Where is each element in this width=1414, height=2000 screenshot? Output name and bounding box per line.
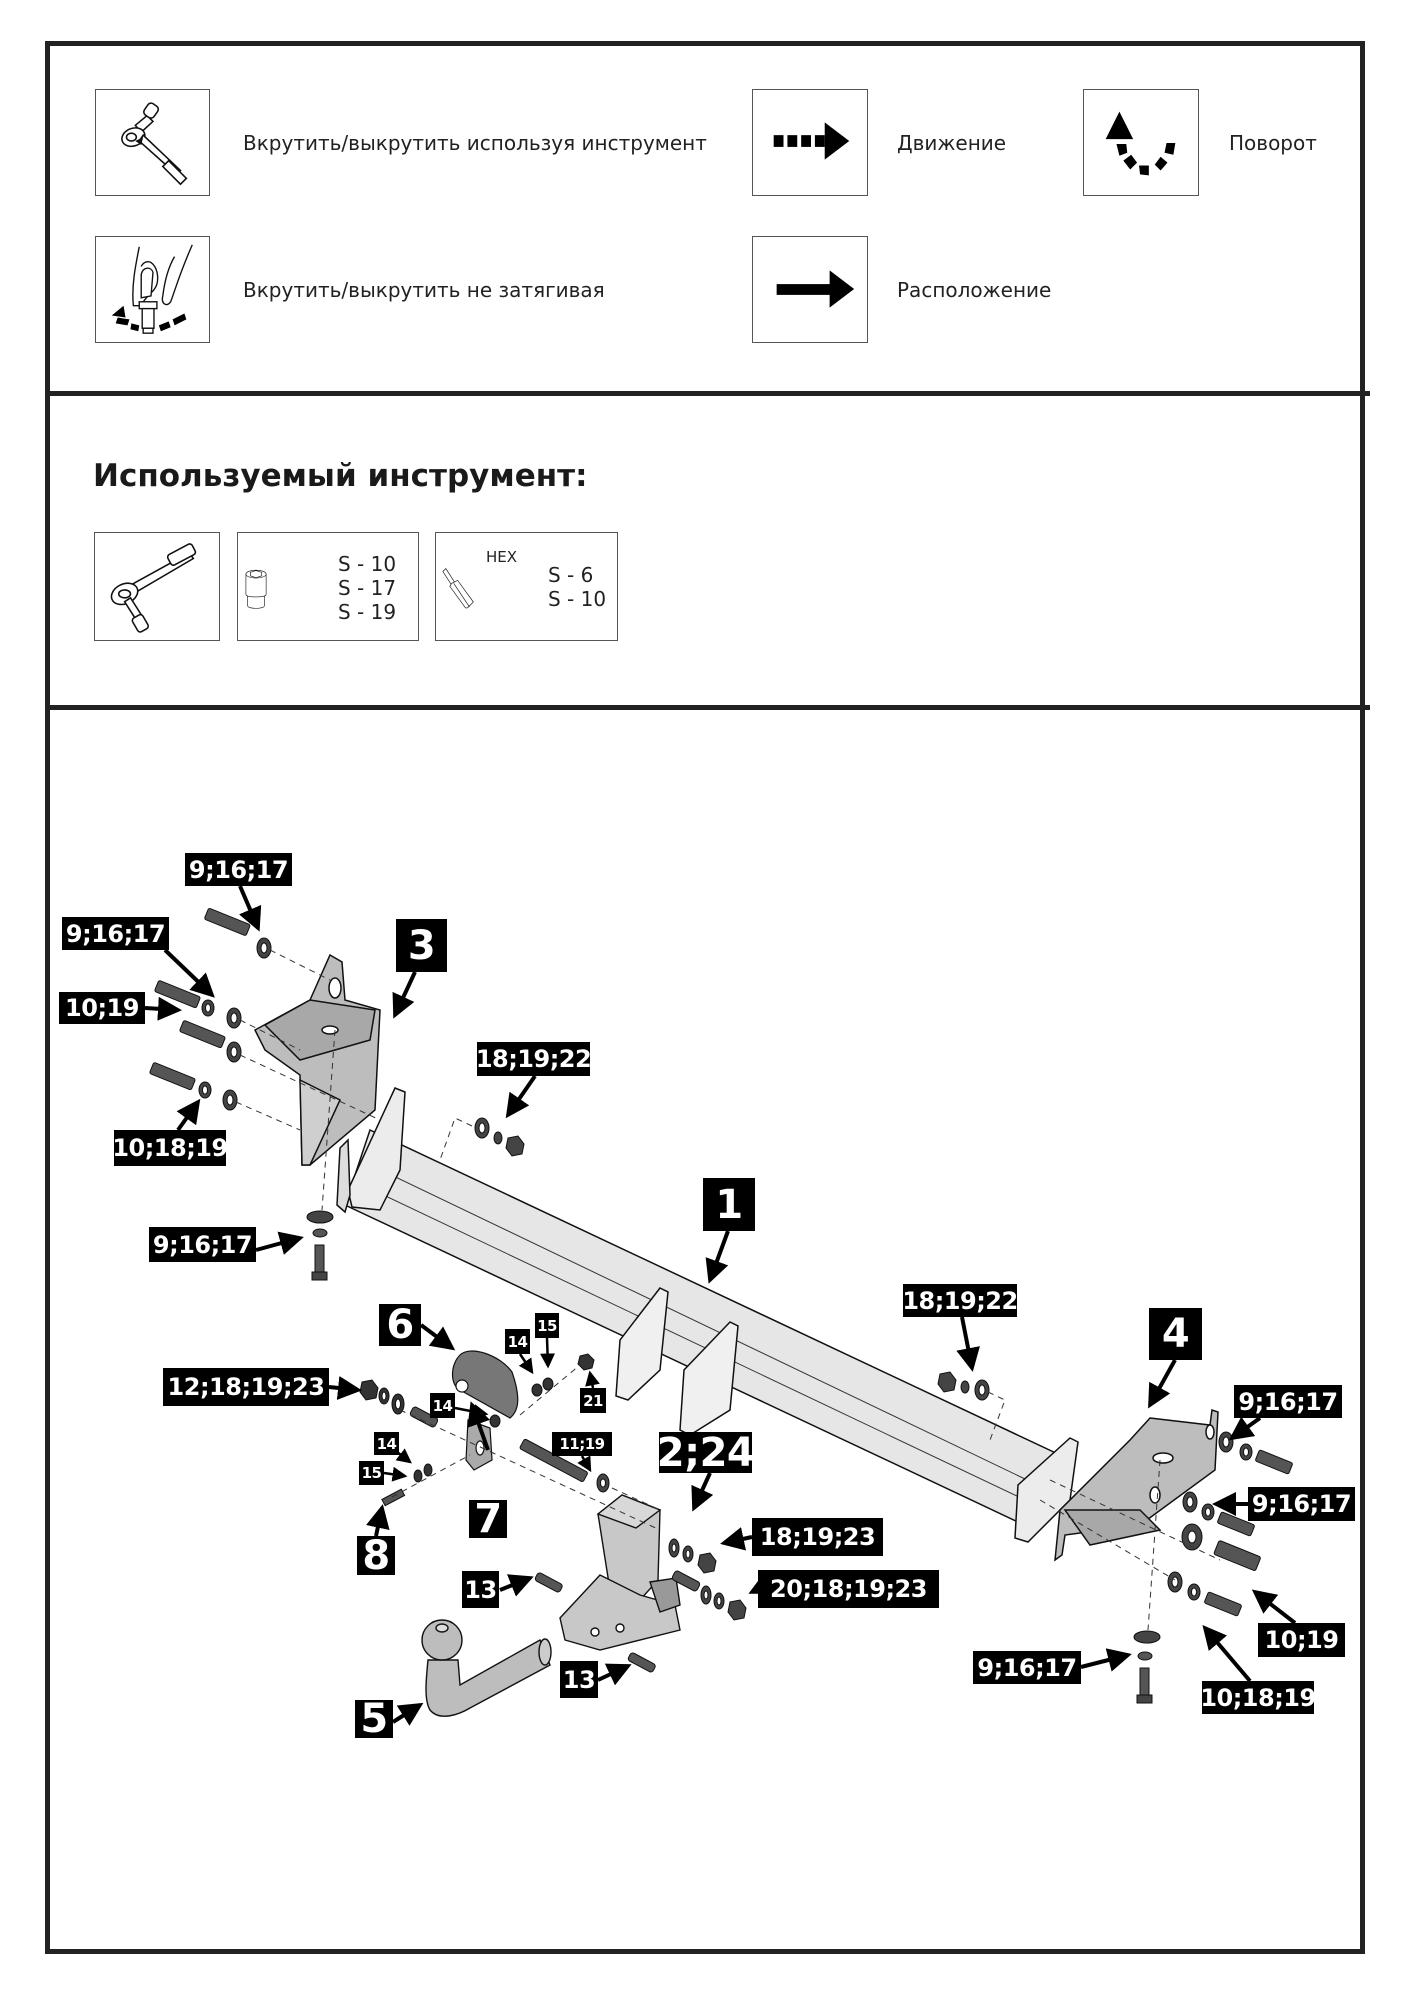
right-bracket-part-4 [1054,1409,1219,1562]
label-left-second-washers: 9;16;17 [62,917,169,950]
label-right-bolt-10-18-19: 10;18;19 [1200,1681,1316,1714]
left-bracket-part-3 [254,953,381,1166]
legend-icon-box-movement [752,89,868,196]
label-left-bottom-washers: 9;16;17 [149,1227,256,1262]
legend-label-position: Расположение [897,278,1052,302]
label-washer-15-left: 15 [359,1461,384,1485]
label-part-1: 1 [703,1178,755,1231]
label-part-13-upper: 13 [462,1571,499,1608]
label-washer-14-top: 14 [505,1329,530,1354]
socket-icon [245,569,267,609]
label-part-4: 4 [1149,1308,1202,1360]
label-part-2-24: 2;24 [656,1429,755,1476]
legend-label-tool: Вкрутить/выкрутить используя инструмент [243,131,707,155]
hex-size-2: S - 10 [548,587,607,611]
label-part-13-lower: 13 [560,1661,598,1698]
label-part-21: 21 [580,1388,606,1413]
hex-size-1: S - 6 [548,563,594,587]
socket-size-1: S - 10 [338,552,397,576]
label-right-second-washers: 9;16;17 [1248,1487,1355,1521]
ratchet-wrench-icon [121,102,188,186]
label-part-5: 5 [355,1696,393,1742]
label-washer-15-top: 15 [535,1313,559,1338]
label-left-top-washers: 9;16;17 [185,853,292,886]
hitch-fasteners [534,1538,747,1673]
dashed-arrow-icon [773,122,850,160]
legend-label-rotation: Поворот [1229,131,1317,155]
legend-label-hand: Вкрутить/выкрутить не затягивая [243,278,605,302]
label-left-nut-set: 18;19;22 [476,1042,592,1076]
label-washer-14-left: 14 [374,1432,399,1455]
label-socket-nut-set: 12;18;19;23 [163,1368,329,1406]
label-right-nut-set: 18;19;22 [902,1284,1018,1317]
hand-tighten-icon [111,244,193,334]
socket-size-2: S - 17 [338,576,397,600]
crossbeam-part-1 [336,1087,1079,1543]
leader-arrows [144,885,1297,1726]
socket-plate-part-6 [451,1350,519,1419]
hitch-mount-part-2-24 [559,1494,681,1651]
legend-icon-box-tool [95,89,210,196]
label-right-top-washers: 9;16;17 [1234,1385,1342,1418]
socket-size-3: S - 19 [338,600,397,624]
legend-label-movement: Движение [897,131,1007,155]
label-right-bottom-washers: 9;16;17 [973,1651,1081,1684]
hex-bit-icon [442,568,474,609]
assembly-guide-lines [235,949,1221,1631]
tool-box-ratchet [94,532,220,641]
label-part-6: 6 [379,1302,421,1348]
legend-icon-box-position [752,236,868,343]
solid-arrow-icon [776,270,855,308]
page-frame [45,41,1365,1954]
label-left-bolt-10-19: 10;19 [59,992,145,1024]
section-divider-legend [45,391,1370,396]
label-part-8: 8 [357,1533,395,1579]
label-left-bolt-10-18-19: 10;18;19 [112,1130,228,1166]
label-washer-14-mid: 14 [430,1393,455,1418]
label-part-3: 3 [396,919,447,972]
hex-label: HEX [486,548,518,566]
tools-heading: Используемый инструмент: [93,458,588,494]
small-fasteners [359,1353,610,1507]
left-bracket-fasteners [149,908,334,1281]
label-hitch-lower-nut-set: 20;18;19;23 [758,1570,939,1608]
label-hitch-upper-nut-set: 18;19;23 [752,1518,883,1556]
legend-icon-box-hand [95,236,210,343]
ratchet-wrench-icon [110,543,197,633]
right-bracket-fasteners [937,1371,1293,1704]
left-nut-set [474,1117,525,1157]
label-bolt-11-19: 11;19 [552,1432,612,1456]
label-part-7: 7 [469,1496,507,1542]
tool-box-socket: S - 10 S - 17 S - 19 [237,532,419,641]
section-divider-tools [45,705,1370,710]
towball-part-5 [421,1619,552,1717]
label-right-bolt-10-19: 10;19 [1258,1623,1345,1657]
legend-icon-box-rotation [1083,89,1199,196]
tool-box-hex: HEX S - 6 S - 10 [435,532,618,641]
rotate-arrow-icon [1105,111,1176,176]
